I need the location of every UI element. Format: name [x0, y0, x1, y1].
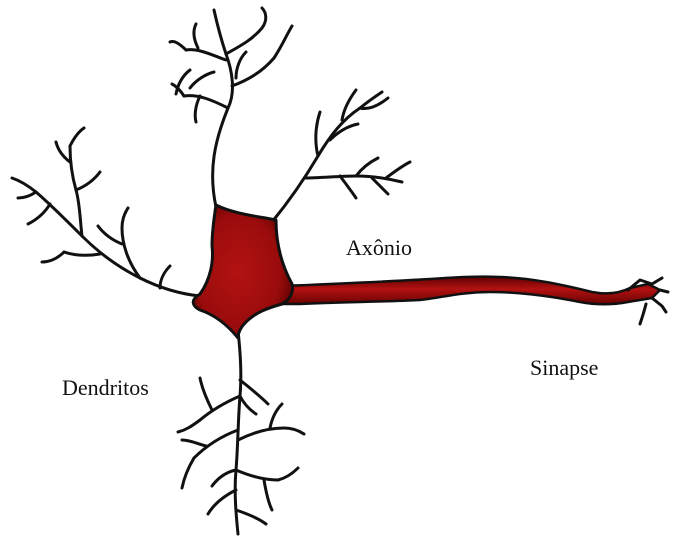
dendrite-bottom — [178, 330, 304, 534]
dendrite-top — [170, 8, 292, 207]
label-synapse: Sinapse — [530, 357, 598, 379]
label-axon: Axônio — [346, 237, 412, 259]
dendrite-upper-right — [272, 90, 410, 222]
soma — [193, 205, 292, 338]
dendrite-left — [12, 128, 200, 296]
label-dendrites: Dendritos — [62, 377, 149, 399]
axon — [282, 277, 660, 305]
